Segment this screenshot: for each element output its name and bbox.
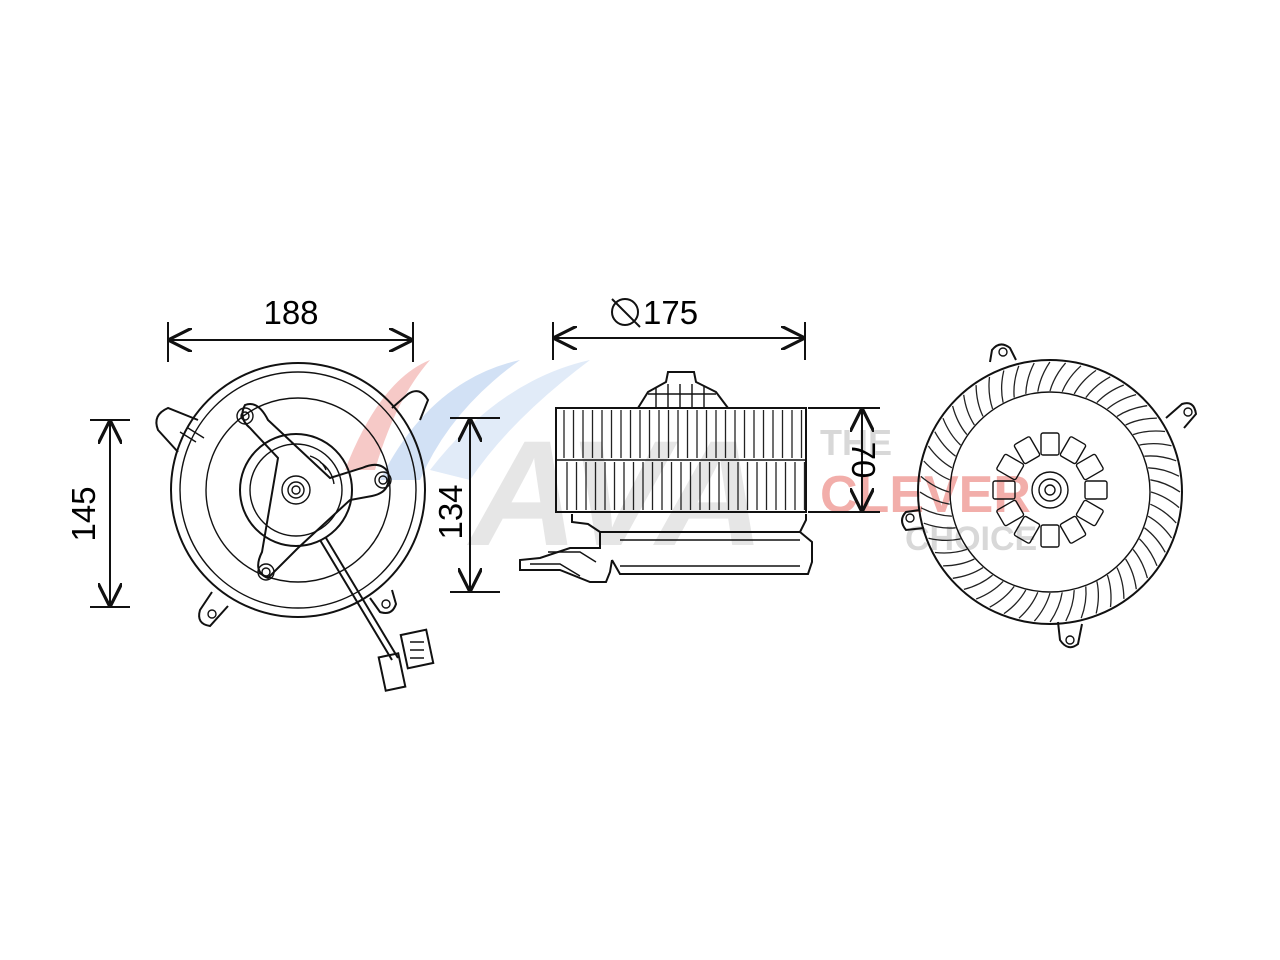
side-height-dimension: 134 [432, 417, 500, 593]
front-view: 188 145 [65, 294, 435, 692]
tagline-line-3: CHOICE [905, 520, 1037, 558]
front-width-label: 188 [263, 294, 318, 331]
brand-letters: AVA [466, 409, 764, 577]
diameter-symbol [611, 298, 641, 328]
rear-view-fins [919, 361, 1181, 623]
rear-view-hub-slots [992, 432, 1108, 548]
side-diameter-label: 175 [643, 294, 698, 331]
wheel-height-dimension: 70 [808, 407, 882, 513]
side-height-label: 134 [432, 484, 469, 539]
side-diameter-dimension: 175 [552, 294, 806, 360]
front-height-label: 145 [65, 486, 102, 541]
front-height-dimension: 145 [65, 419, 130, 608]
side-view: 175 134 70 [432, 294, 882, 593]
front-width-dimension: 188 [167, 294, 414, 362]
wheel-height-label: 70 [845, 442, 882, 479]
side-view-fins [563, 410, 806, 510]
rear-view [901, 343, 1198, 649]
